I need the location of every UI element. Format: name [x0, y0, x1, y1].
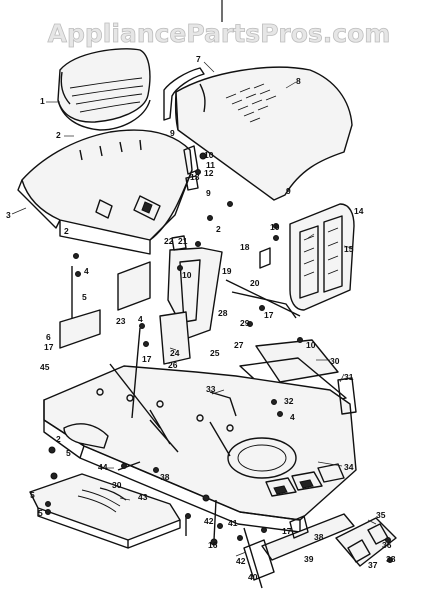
callout-11: 11: [206, 160, 215, 170]
callout-5: 5: [66, 448, 71, 458]
callout-17: 17: [44, 342, 54, 352]
callout-33: 33: [206, 384, 216, 394]
callout-26: 26: [168, 360, 178, 370]
callout-8: 8: [296, 76, 301, 86]
callout-9: 9: [170, 128, 175, 138]
callout-22: 22: [164, 236, 174, 246]
watermark-text: AppliancePartsPros.com: [48, 19, 391, 48]
callout-leaders: [11, 61, 377, 557]
callout-20: 20: [250, 278, 260, 288]
callout-19: 19: [222, 266, 232, 276]
callout-32: 32: [284, 396, 294, 406]
main-frame-part: [43, 365, 357, 533]
callout-9: 9: [286, 186, 291, 196]
rear-bracket-part: [63, 423, 109, 449]
callout-9: 9: [206, 188, 211, 198]
callout-18: 18: [240, 242, 250, 252]
callout-7: 7: [196, 54, 201, 64]
linkage-rods: [71, 266, 301, 589]
callout-25: 25: [210, 348, 220, 358]
callout-5: 5: [38, 508, 43, 518]
side-plate-part: [159, 311, 191, 365]
left-bracket-part: [59, 309, 101, 349]
callout-2: 2: [56, 130, 61, 140]
callout-30: 30: [112, 480, 122, 490]
callout-27: 27: [234, 340, 244, 350]
callout-1: 1: [40, 96, 45, 106]
callout-2: 2: [56, 434, 61, 444]
callout-labels: 1 2 2 2 2 3 4 4 4 5 5 5 5 6 7 8 9 9 9 10…: [6, 54, 396, 582]
callout-10: 10: [306, 340, 316, 350]
callout-16: 16: [208, 540, 218, 550]
callout-10: 10: [270, 222, 280, 232]
callout-38: 38: [314, 532, 324, 542]
hood-part: [174, 66, 353, 201]
callout-40: 40: [248, 572, 258, 582]
callout-41: 41: [228, 518, 238, 528]
callout-43: 43: [138, 492, 148, 502]
callout-31: 31: [344, 372, 354, 382]
callout-37: 37: [368, 560, 378, 570]
callout-2: 2: [216, 224, 221, 234]
callout-10: 10: [182, 270, 192, 280]
callout-36: 36: [382, 540, 392, 550]
callout-35: 35: [376, 510, 386, 520]
callout-42: 42: [236, 556, 246, 566]
callout-4: 4: [290, 412, 295, 422]
callout-6: 6: [46, 332, 51, 342]
callout-15: 15: [344, 244, 354, 254]
callout-21: 21: [178, 236, 188, 246]
callout-28: 28: [218, 308, 228, 318]
bracket-23-part: [117, 261, 151, 311]
callout-34: 34: [344, 462, 354, 472]
hood-trim-part: [163, 67, 205, 121]
callout-17: 17: [282, 526, 292, 536]
rear-plate-part: [337, 377, 357, 415]
callout-23: 23: [116, 316, 126, 326]
callout-17: 17: [142, 354, 152, 364]
callout-42: 42: [204, 516, 214, 526]
callout-38: 38: [386, 554, 396, 564]
callout-5: 5: [82, 292, 87, 302]
callout-38: 38: [160, 472, 170, 482]
running-board-part: [29, 473, 181, 549]
callout-4: 4: [138, 314, 143, 324]
callout-39: 39: [304, 554, 314, 564]
callout-30: 30: [330, 356, 340, 366]
callout-3: 3: [6, 210, 11, 220]
dash-bracket-part: [183, 145, 207, 191]
seat-part: [57, 48, 151, 131]
hardware-fasteners: [45, 201, 393, 563]
front-grille-part: [289, 203, 355, 311]
callout-45: 45: [40, 362, 50, 372]
callout-4: 4: [84, 266, 89, 276]
callout-10: 10: [204, 150, 214, 160]
callout-2: 2: [64, 226, 69, 236]
callout-13: 13: [190, 172, 200, 182]
callout-12: 12: [204, 168, 214, 178]
callout-14: 14: [354, 206, 364, 216]
fender-part: [17, 129, 193, 255]
callout-44: 44: [98, 462, 108, 472]
callout-5: 5: [30, 490, 35, 500]
callout-17: 17: [264, 310, 274, 320]
front-axle-part: [243, 513, 355, 581]
callout-29: 29: [240, 318, 250, 328]
callout-24: 24: [170, 348, 180, 358]
